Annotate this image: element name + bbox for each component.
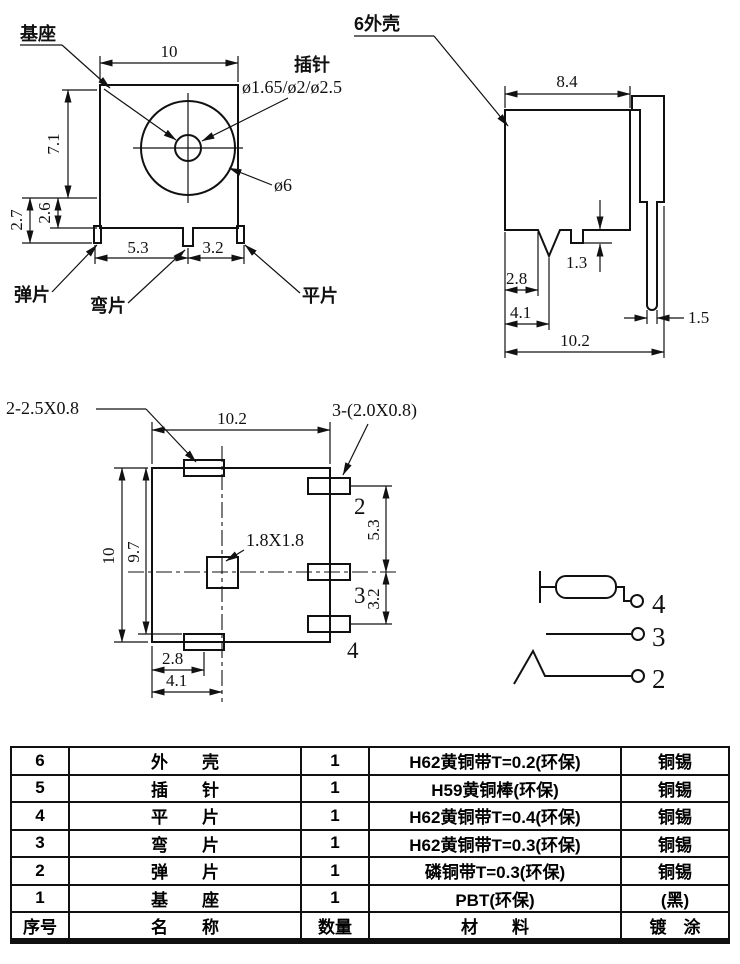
bottom-dim-41: 4.1 [166, 671, 187, 690]
header-plating: 镀 涂 [620, 911, 730, 942]
front-pin-diameters: ø1.65/ø2/ø2.5 [242, 77, 342, 97]
side-view: 6外壳 8.4 1.3 2.8 4.1 1.5 [354, 13, 709, 358]
cell-material: 磷铜带T=0.3(环保) [368, 856, 622, 886]
cell-material: H62黄铜带T=0.4(环保) [368, 801, 622, 831]
bottom-label-center-hole: 1.8X1.8 [246, 530, 304, 550]
cell-plating: 铜锡 [620, 801, 730, 831]
cell-material: H62黄铜带T=0.2(环保) [368, 746, 622, 776]
schematic-pin-4: 4 [652, 589, 666, 619]
side-dim-84: 8.4 [556, 72, 578, 91]
bom-row-2: 2 弹 片 1 磷铜带T=0.3(环保) 铜锡 [10, 856, 730, 886]
cell-qty: 1 [300, 883, 370, 913]
bottom-label-pads-left: 2-2.5X0.8 [6, 398, 79, 418]
cell-qty: 1 [300, 801, 370, 831]
header-material: 材 料 [368, 911, 622, 942]
front-label-base: 基座 [19, 23, 56, 44]
cell-name: 外 壳 [68, 746, 302, 776]
cell-material: PBT(环保) [368, 883, 622, 913]
side-dim-13: 1.3 [566, 253, 587, 272]
bottom-pin-4: 4 [347, 638, 359, 663]
bom-row-1: 1 基 座 1 PBT(环保) (黑) [10, 883, 730, 913]
cell-no: 4 [10, 801, 70, 831]
bom-row-5: 5 插 针 1 H59黄铜棒(环保) 铜锡 [10, 773, 730, 803]
side-label-shell: 6外壳 [354, 13, 400, 34]
cell-no: 6 [10, 746, 70, 776]
front-dim-32: 3.2 [202, 238, 223, 257]
bottom-dim-10: 10 [99, 548, 118, 565]
cell-plating: 铜锡 [620, 746, 730, 776]
bom-row-4: 4 平 片 1 H62黄铜带T=0.4(环保) 铜锡 [10, 801, 730, 831]
header-name: 名 称 [68, 911, 302, 942]
cell-name: 插 针 [68, 773, 302, 803]
header-no: 序号 [10, 911, 70, 942]
cell-name: 弯 片 [68, 828, 302, 858]
cell-qty: 1 [300, 828, 370, 858]
bottom-dim-97: 9.7 [124, 541, 143, 563]
front-dia6: ø6 [274, 175, 292, 195]
barrel-symbol [555, 575, 617, 599]
cell-no: 2 [10, 856, 70, 886]
front-label-bend: 弯片 [90, 295, 126, 316]
cell-name: 弹 片 [68, 856, 302, 886]
bottom-view: 2-2.5X0.8 3-(2.0X0.8) 10.2 10 9.7 [6, 398, 417, 702]
front-label-spring: 弹片 [14, 284, 50, 305]
schematic-pin-3: 3 [652, 622, 666, 652]
cell-material: H62黄铜带T=0.3(环保) [368, 828, 622, 858]
cell-name: 平 片 [68, 801, 302, 831]
spring-contact-symbol [513, 648, 631, 685]
cell-qty: 1 [300, 856, 370, 886]
bom-header-row: 序号 名 称 数量 材 料 镀 涂 [10, 911, 730, 942]
side-dim-41: 4.1 [510, 303, 531, 322]
front-dim-26: 2.6 [35, 202, 54, 223]
schematic-symbol: 4 3 2 [513, 571, 666, 694]
cell-no: 1 [10, 883, 70, 913]
header-qty: 数量 [300, 911, 370, 942]
front-label-flat: 平片 [302, 285, 338, 306]
bottom-dim-102: 10.2 [217, 409, 247, 428]
side-dim-15: 1.5 [688, 308, 709, 327]
front-view: 基座 插针 ø1.65/ø2/ø2.5 ø6 10 7.1 2.6 2.7 [7, 23, 342, 316]
bom-row-3: 3 弯 片 1 H62黄铜带T=0.3(环保) 铜锡 [10, 828, 730, 858]
bottom-pin-3: 3 [354, 583, 366, 608]
side-dim-28: 2.8 [506, 269, 527, 288]
bottom-label-pads-right: 3-(2.0X0.8) [332, 400, 417, 421]
bottom-pin-2: 2 [354, 494, 366, 519]
bottom-dim-32: 3.2 [364, 588, 383, 609]
cell-material: H59黄铜棒(环保) [368, 773, 622, 803]
bottom-dim-53: 5.3 [364, 519, 383, 540]
cell-no: 3 [10, 828, 70, 858]
cell-qty: 1 [300, 773, 370, 803]
bom-table: 6 外 壳 1 H62黄铜带T=0.2(环保) 铜锡 5 插 针 1 H59黄铜… [10, 746, 730, 944]
cell-plating: 铜锡 [620, 856, 730, 886]
front-dim-10: 10 [161, 42, 178, 61]
cell-name: 基 座 [68, 883, 302, 913]
cell-plating: 铜锡 [620, 773, 730, 803]
bom-row-6: 6 外 壳 1 H62黄铜带T=0.2(环保) 铜锡 [10, 746, 730, 776]
side-dim-102: 10.2 [560, 331, 590, 350]
front-dim-27: 2.7 [7, 209, 26, 231]
schematic-pin-2: 2 [652, 664, 666, 694]
cell-plating: (黑) [620, 883, 730, 913]
drawing-canvas: 基座 插针 ø1.65/ø2/ø2.5 ø6 10 7.1 2.6 2.7 [6, 13, 709, 702]
front-dim-71: 7.1 [44, 133, 63, 154]
front-dim-53: 5.3 [127, 238, 148, 257]
cell-no: 5 [10, 773, 70, 803]
cell-qty: 1 [300, 746, 370, 776]
front-label-pin: 插针 [294, 54, 330, 75]
cell-plating: 铜锡 [620, 828, 730, 858]
bottom-dim-28: 2.8 [162, 649, 183, 668]
